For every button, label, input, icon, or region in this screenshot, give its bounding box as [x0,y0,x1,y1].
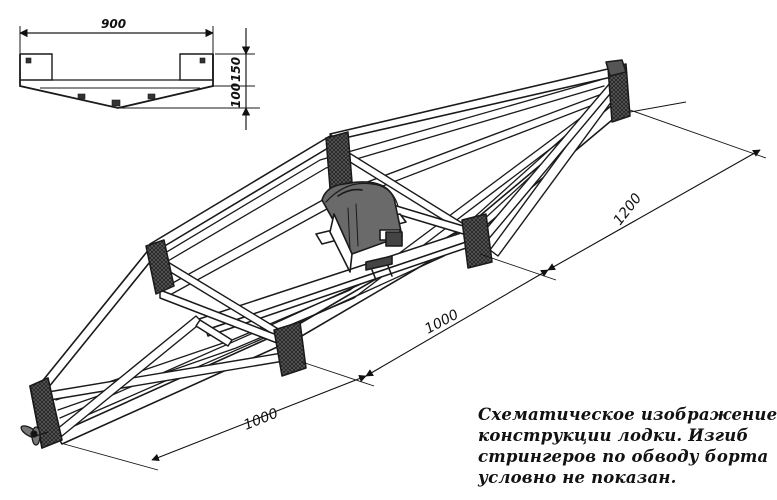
cross-section-inset [19,26,260,130]
stern-length-dimension-line [151,374,367,462]
propeller-icon [20,425,49,446]
section-height-bottom-label: 100 [229,83,243,108]
caption-line: конструкции лодки. Изгиб [478,426,749,445]
diagonal-braces [47,75,621,437]
caption-line: Схематическое изображение [478,405,777,424]
boat-frame [20,59,631,449]
bow-length-label: 1200 [611,190,646,228]
bow-post [605,59,627,77]
engine-unit [315,181,407,281]
middle-length-dimension-line [365,269,549,377]
figure-caption: Схематическое изображение конструкции ло… [478,404,777,488]
stern-length-label: 1000 [242,405,281,433]
caption-line: стрингеров по обводу борта [478,447,769,466]
section-height-top-label: 150 [229,57,243,82]
port-gunwale [39,67,617,389]
bow-length-dimension-line [547,149,761,271]
middle-length-label: 1000 [422,307,461,338]
section-width-label: 900 [101,17,126,31]
frame-blocks [145,63,631,377]
caption-line: условно не показан. [478,468,677,487]
length-dimensions [63,101,767,471]
